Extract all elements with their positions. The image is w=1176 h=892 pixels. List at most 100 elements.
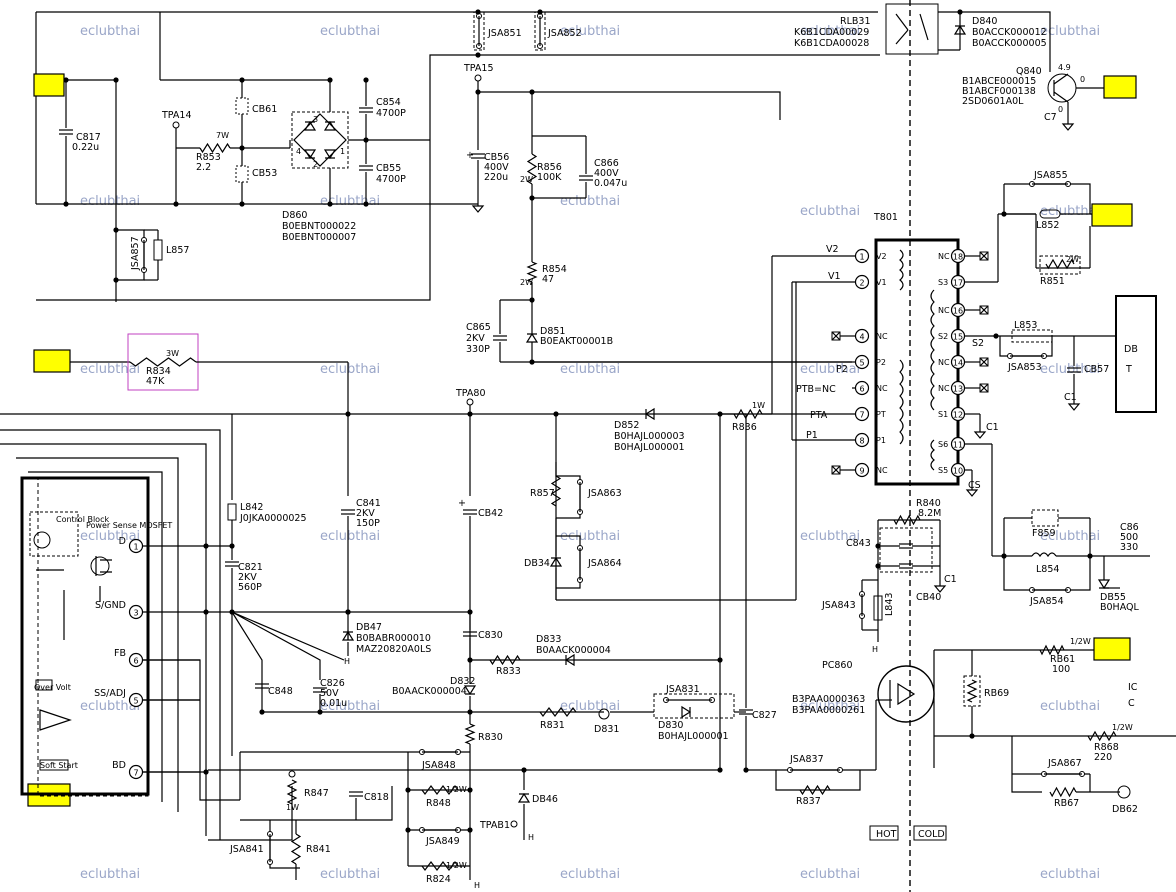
r834-label: R834	[146, 366, 171, 377]
bridge-diode	[323, 120, 337, 131]
c841-label: C841	[356, 498, 381, 509]
l853-label: L853	[1014, 320, 1037, 331]
t801-pin-right-10-number: 10	[953, 466, 963, 475]
ic-softstart-label: Soft Start	[40, 761, 78, 770]
t-right-text: T	[1125, 364, 1132, 375]
r853-label: R853	[196, 152, 221, 163]
watermark-text: eclubthai	[80, 24, 140, 39]
watermark-text: eclubthai	[560, 867, 620, 882]
r831-label: R831	[540, 720, 565, 731]
wire	[555, 462, 581, 519]
d840-part2: B0ACCK000005	[972, 38, 1047, 49]
c856-v2: 220u	[484, 172, 508, 183]
l842-label: L842	[240, 502, 263, 513]
junction-dot	[113, 77, 119, 83]
t801-pin-right-label: S1	[938, 410, 948, 419]
ic-mosfet-label: Power Sense MOSFET	[86, 521, 172, 530]
jsa841-label: JSA841	[229, 844, 264, 855]
jsa867-label: JSA867	[1047, 758, 1082, 769]
c842-label: CB42	[478, 508, 503, 519]
t801-pin-left-5	[854, 354, 870, 370]
ic-pin-5-number: 5	[133, 696, 138, 705]
q840-part3: 2SD0601A0L	[962, 96, 1024, 107]
wire	[28, 471, 163, 802]
nc-marker-pin16	[979, 305, 989, 315]
nc-marker-pin14	[979, 357, 989, 367]
wire	[960, 11, 1051, 72]
jsa852-label: JSA852	[547, 28, 582, 39]
r824-wattage: 1/2W	[446, 861, 467, 870]
c826-v2: 0.01u	[320, 698, 347, 709]
ground-symbol	[965, 484, 979, 497]
ic-body	[20, 476, 150, 796]
d847-part2: MAZ20820A0LS	[356, 644, 431, 655]
r833-label: R833	[496, 666, 521, 677]
r853-wattage: 7W	[216, 131, 229, 140]
watermark-text: eclubthai	[560, 24, 620, 39]
t801-pin-right-label: S3	[938, 278, 948, 287]
r834-wattage: 3W	[166, 349, 179, 358]
d860-part2: B0EBNT000007	[282, 232, 356, 243]
t801-pin-left-6-number: 6	[859, 384, 864, 393]
d840-label: D840	[972, 16, 997, 27]
r848-wattage: 1/2W	[446, 785, 467, 794]
resistor-r836	[733, 408, 763, 420]
bridge-diamond	[293, 113, 347, 167]
t801-pin-left-1-number: 1	[859, 252, 864, 261]
c821-v1: 2KV	[238, 572, 257, 583]
resistor-r831	[539, 707, 577, 717]
bridge-pin-1: 1	[340, 147, 345, 156]
resistor-r861	[1039, 644, 1065, 656]
jsa863-label: JSA863	[587, 488, 622, 499]
test-point-tpa15	[474, 74, 482, 82]
l852-label: L852	[1036, 220, 1059, 231]
tag-a10-box	[33, 349, 71, 373]
c842-plus: +	[458, 498, 466, 509]
t801-pin-left-8-number: 8	[859, 436, 864, 445]
t801-pin-left-1	[854, 248, 870, 264]
r868-label: R868	[1094, 742, 1119, 753]
nc-marker-pin4	[831, 331, 841, 341]
jsa851-label: JSA851	[487, 28, 522, 39]
q840-label: Q840	[1016, 66, 1042, 77]
junction-dot	[239, 145, 245, 151]
optocoupler-pc860	[877, 665, 935, 723]
watermark-text: eclubthai	[800, 867, 860, 882]
bridge-diode	[303, 149, 317, 160]
ic-pin-label: BD	[112, 760, 126, 771]
c1-label-c: C1	[944, 574, 957, 585]
c857-label: CB57	[1084, 364, 1109, 375]
watermark-text: eclubthai	[80, 362, 140, 377]
inductor-l854	[1031, 552, 1057, 558]
test-point-tpa14	[172, 121, 180, 129]
watermark-text: eclubthai	[320, 529, 380, 544]
resistor-r847	[286, 779, 298, 805]
watermark-text: eclubthai	[320, 24, 380, 39]
t801-pin-right-10	[950, 462, 966, 478]
diode-d832	[463, 685, 477, 696]
ground-h-bottom: H	[474, 881, 480, 890]
wire	[208, 786, 393, 841]
t801-pin-left-label: P1	[876, 436, 886, 445]
t801-pin-left-label: P2	[876, 358, 886, 367]
c855-value: 4700P	[376, 174, 406, 185]
t801-pin-left-4	[854, 328, 870, 344]
c854-label: C854	[376, 97, 401, 108]
cold-label: COLD	[918, 829, 945, 840]
transistor-q840-leads	[1053, 73, 1069, 103]
d831-label: D831	[594, 724, 619, 735]
r868-wattage: 1/2W	[1112, 723, 1133, 732]
junction-dot	[405, 827, 411, 833]
relay-contact	[895, 13, 929, 45]
junction-dot	[969, 733, 975, 739]
wire	[231, 611, 345, 756]
t801-p2-text: P2	[836, 364, 848, 375]
diode-d830	[681, 705, 692, 719]
transformer-coil	[899, 249, 904, 291]
r847-label: R847	[304, 788, 329, 799]
watermark-text: eclubthai	[1040, 529, 1100, 544]
c826-label: C826	[320, 678, 345, 689]
watermark-text: eclubthai	[80, 699, 140, 714]
r861-value: 100	[1052, 664, 1070, 675]
